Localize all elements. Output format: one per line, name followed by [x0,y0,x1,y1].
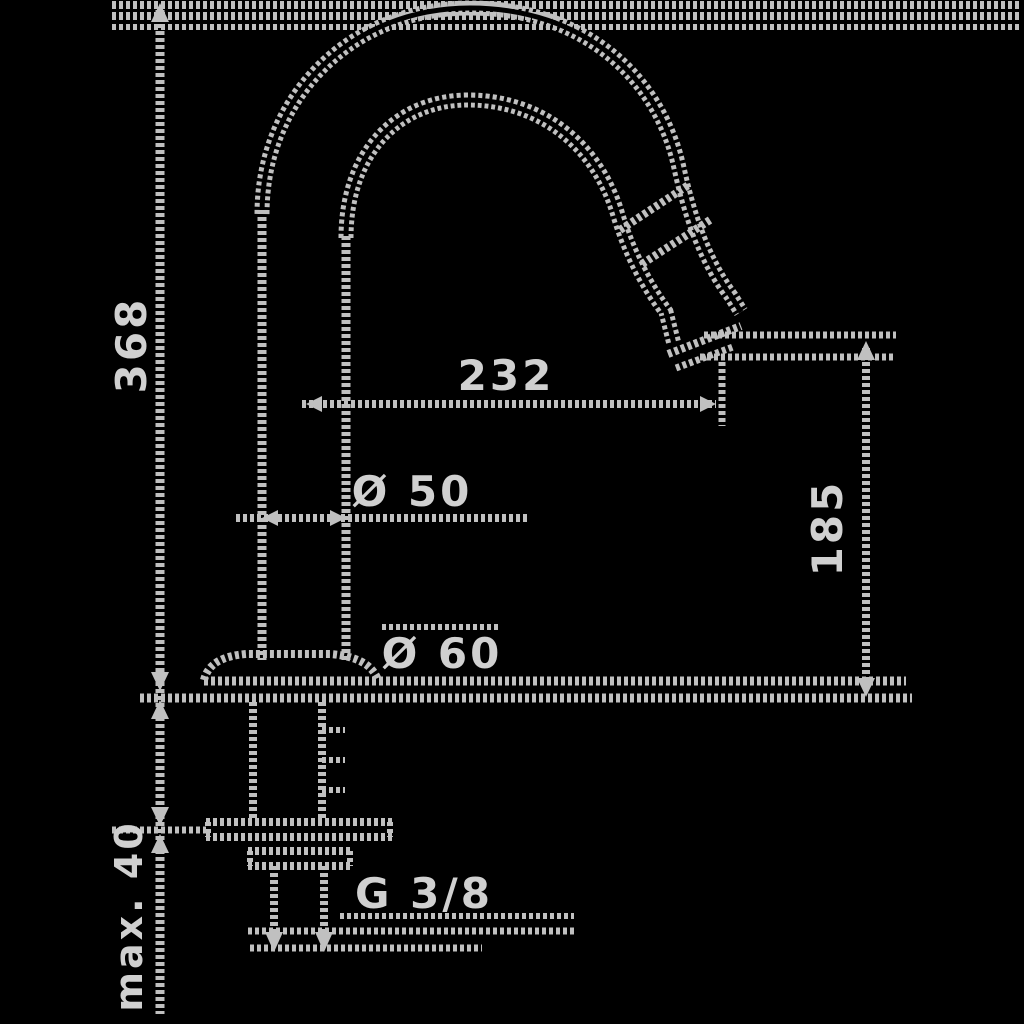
height-dimension [112,3,206,1014]
diameter-dimension [236,510,530,526]
base-escutcheon [200,624,500,682]
arrowhead-reach-left [306,396,322,412]
arrowhead-plate-lower [151,834,169,853]
max-counter-thickness-label: max. 40 [107,820,151,1011]
arrowhead-deck-lower [151,700,169,719]
base-outline [200,650,382,682]
arrowhead-outlet-top [857,341,875,360]
faucet-spout-outline [254,0,748,660]
dimension-labels: 368 232 Ø 50 Ø 60 185 G 3/8 max. 40 [107,297,852,1012]
spout-reach-label: 232 [458,351,555,400]
arrowhead-deck-upper [151,672,169,691]
body-diameter-label: Ø 50 [352,467,473,516]
top-extension-lines [112,1,1022,30]
arrowhead-reach-right [700,396,716,412]
outlet-height-dimension [700,331,896,697]
supply-connection-label: G 3/8 [355,869,493,918]
arrowhead-plate-upper [151,807,169,826]
spout-inner-arc [338,92,682,346]
aerator-line [674,343,735,372]
base-diameter-label: Ø 60 [382,629,503,678]
outlet-height-label: 185 [803,480,852,577]
hose-end-right [315,932,333,952]
arrowhead-diameter-right [330,510,346,526]
spout-inner-arc-core [343,97,677,345]
hose-end-left [265,932,283,952]
spray-head-joint-line-1 [617,180,693,234]
overall-height-label: 368 [107,297,156,394]
countertop [140,676,912,703]
outlet-face-line [666,322,743,358]
arrowhead-diameter-left [262,510,278,526]
spout-outer-arc-core [259,5,744,314]
arrowhead-top [151,3,169,22]
reach-dimension [302,362,726,426]
under-counter-assembly [205,702,574,952]
arrowhead-outlet-bottom [857,678,875,697]
